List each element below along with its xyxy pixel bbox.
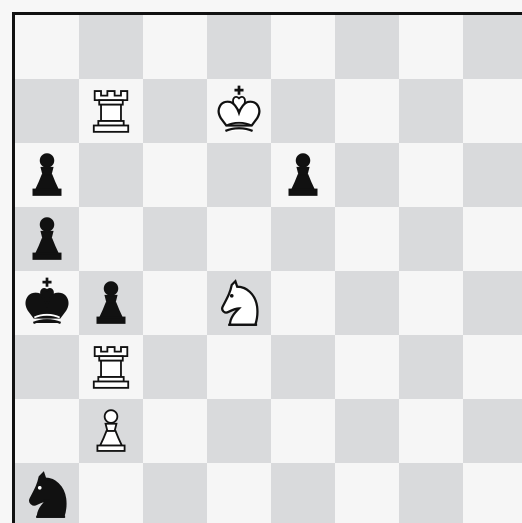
square-e3[interactable] <box>271 335 335 399</box>
square-b1[interactable] <box>79 463 143 523</box>
square-e1[interactable] <box>271 463 335 523</box>
chess-board <box>12 12 522 523</box>
square-h5[interactable] <box>463 207 522 271</box>
white-pawn-icon[interactable] <box>79 399 143 463</box>
black-pawn-icon[interactable] <box>271 143 335 207</box>
black-king-icon[interactable] <box>15 271 79 335</box>
square-h3[interactable] <box>463 335 522 399</box>
black-pawn-icon[interactable] <box>79 271 143 335</box>
square-d2[interactable] <box>207 399 271 463</box>
square-f5[interactable] <box>335 207 399 271</box>
square-g4[interactable] <box>399 271 463 335</box>
square-f6[interactable] <box>335 143 399 207</box>
square-f8[interactable] <box>335 15 399 79</box>
square-h7[interactable] <box>463 79 522 143</box>
square-c3[interactable] <box>143 335 207 399</box>
square-a2[interactable] <box>15 399 79 463</box>
square-b6[interactable] <box>79 143 143 207</box>
square-h6[interactable] <box>463 143 522 207</box>
square-e5[interactable] <box>271 207 335 271</box>
square-a8[interactable] <box>15 15 79 79</box>
square-g3[interactable] <box>399 335 463 399</box>
square-g5[interactable] <box>399 207 463 271</box>
square-c4[interactable] <box>143 271 207 335</box>
square-g6[interactable] <box>399 143 463 207</box>
square-a7[interactable] <box>15 79 79 143</box>
square-a3[interactable] <box>15 335 79 399</box>
square-g2[interactable] <box>399 399 463 463</box>
square-e7[interactable] <box>271 79 335 143</box>
white-rook-icon[interactable] <box>79 79 143 143</box>
square-g7[interactable] <box>399 79 463 143</box>
square-d8[interactable] <box>207 15 271 79</box>
square-h4[interactable] <box>463 271 522 335</box>
square-c2[interactable] <box>143 399 207 463</box>
square-c1[interactable] <box>143 463 207 523</box>
square-c6[interactable] <box>143 143 207 207</box>
square-d1[interactable] <box>207 463 271 523</box>
square-b8[interactable] <box>79 15 143 79</box>
square-c8[interactable] <box>143 15 207 79</box>
square-g8[interactable] <box>399 15 463 79</box>
black-pawn-icon[interactable] <box>15 143 79 207</box>
square-f4[interactable] <box>335 271 399 335</box>
square-c5[interactable] <box>143 207 207 271</box>
square-d5[interactable] <box>207 207 271 271</box>
white-knight-icon[interactable] <box>207 271 271 335</box>
square-g1[interactable] <box>399 463 463 523</box>
square-c7[interactable] <box>143 79 207 143</box>
square-h2[interactable] <box>463 399 522 463</box>
square-f3[interactable] <box>335 335 399 399</box>
square-e8[interactable] <box>271 15 335 79</box>
square-f7[interactable] <box>335 79 399 143</box>
square-d3[interactable] <box>207 335 271 399</box>
black-knight-icon[interactable] <box>15 463 79 523</box>
square-h1[interactable] <box>463 463 522 523</box>
square-d6[interactable] <box>207 143 271 207</box>
black-pawn-icon[interactable] <box>15 207 79 271</box>
square-h8[interactable] <box>463 15 522 79</box>
square-e4[interactable] <box>271 271 335 335</box>
white-rook-icon[interactable] <box>79 335 143 399</box>
white-king-icon[interactable] <box>207 79 271 143</box>
square-b5[interactable] <box>79 207 143 271</box>
square-f1[interactable] <box>335 463 399 523</box>
square-f2[interactable] <box>335 399 399 463</box>
square-e2[interactable] <box>271 399 335 463</box>
